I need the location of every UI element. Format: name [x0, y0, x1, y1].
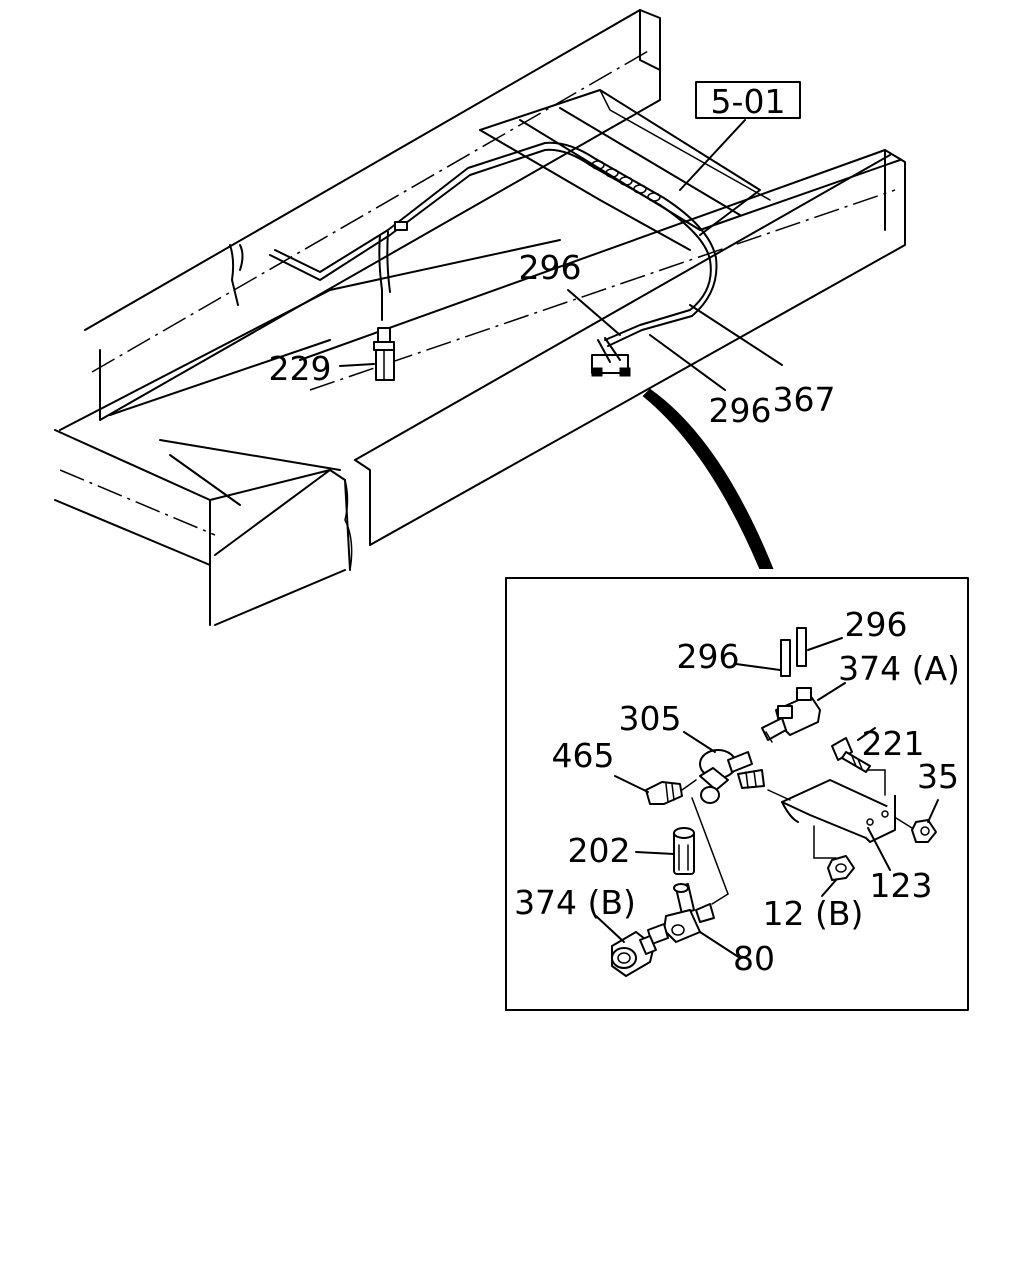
- reference-box: 5-01: [679, 81, 801, 191]
- crossmember-holes: [591, 160, 661, 202]
- callout-296-top: 296: [519, 248, 582, 287]
- callout-35: 35: [917, 757, 959, 796]
- callout-123: 123: [870, 866, 933, 905]
- detail-panel: 296 296 374 (A) 305 221 465 35 202 123 3…: [505, 577, 969, 1011]
- callout-465: 465: [552, 736, 615, 775]
- sleeve-202: [673, 827, 695, 875]
- callout-296-detail-left: 296: [677, 637, 740, 676]
- elbow-374a: [761, 687, 821, 743]
- callout-296-detail-right: 296: [845, 605, 908, 644]
- part-229-coupler: [339, 327, 395, 381]
- detail-pointer-arrow: [642, 388, 774, 569]
- bracket-123: [781, 779, 896, 843]
- callout-374b: 374 (B): [514, 883, 636, 922]
- callout-305: 305: [619, 699, 682, 738]
- reference-box-label: 5-01: [711, 82, 786, 121]
- hose-assembly: [229, 141, 718, 347]
- bolt-221: [831, 737, 871, 773]
- callout-12b: 12 (B): [763, 894, 864, 933]
- tee-80: [647, 883, 715, 945]
- tee-305: [699, 749, 765, 804]
- elbow-374b: [611, 931, 657, 977]
- callout-80: 80: [733, 939, 775, 978]
- main-leaders: [567, 289, 783, 391]
- callout-202: 202: [568, 831, 631, 870]
- callout-374a: 374 (A): [838, 649, 960, 688]
- nut-12b: [827, 855, 855, 881]
- callout-367: 367: [773, 380, 836, 419]
- nut-35: [911, 819, 937, 843]
- callout-221: 221: [862, 724, 925, 763]
- chassis-frame: [54, 9, 906, 626]
- valve-connector: [591, 337, 631, 377]
- callout-229: 229: [269, 349, 332, 388]
- plug-465: [645, 781, 683, 805]
- hose-296-pair: [780, 627, 807, 677]
- callout-296-bottom: 296: [709, 391, 772, 430]
